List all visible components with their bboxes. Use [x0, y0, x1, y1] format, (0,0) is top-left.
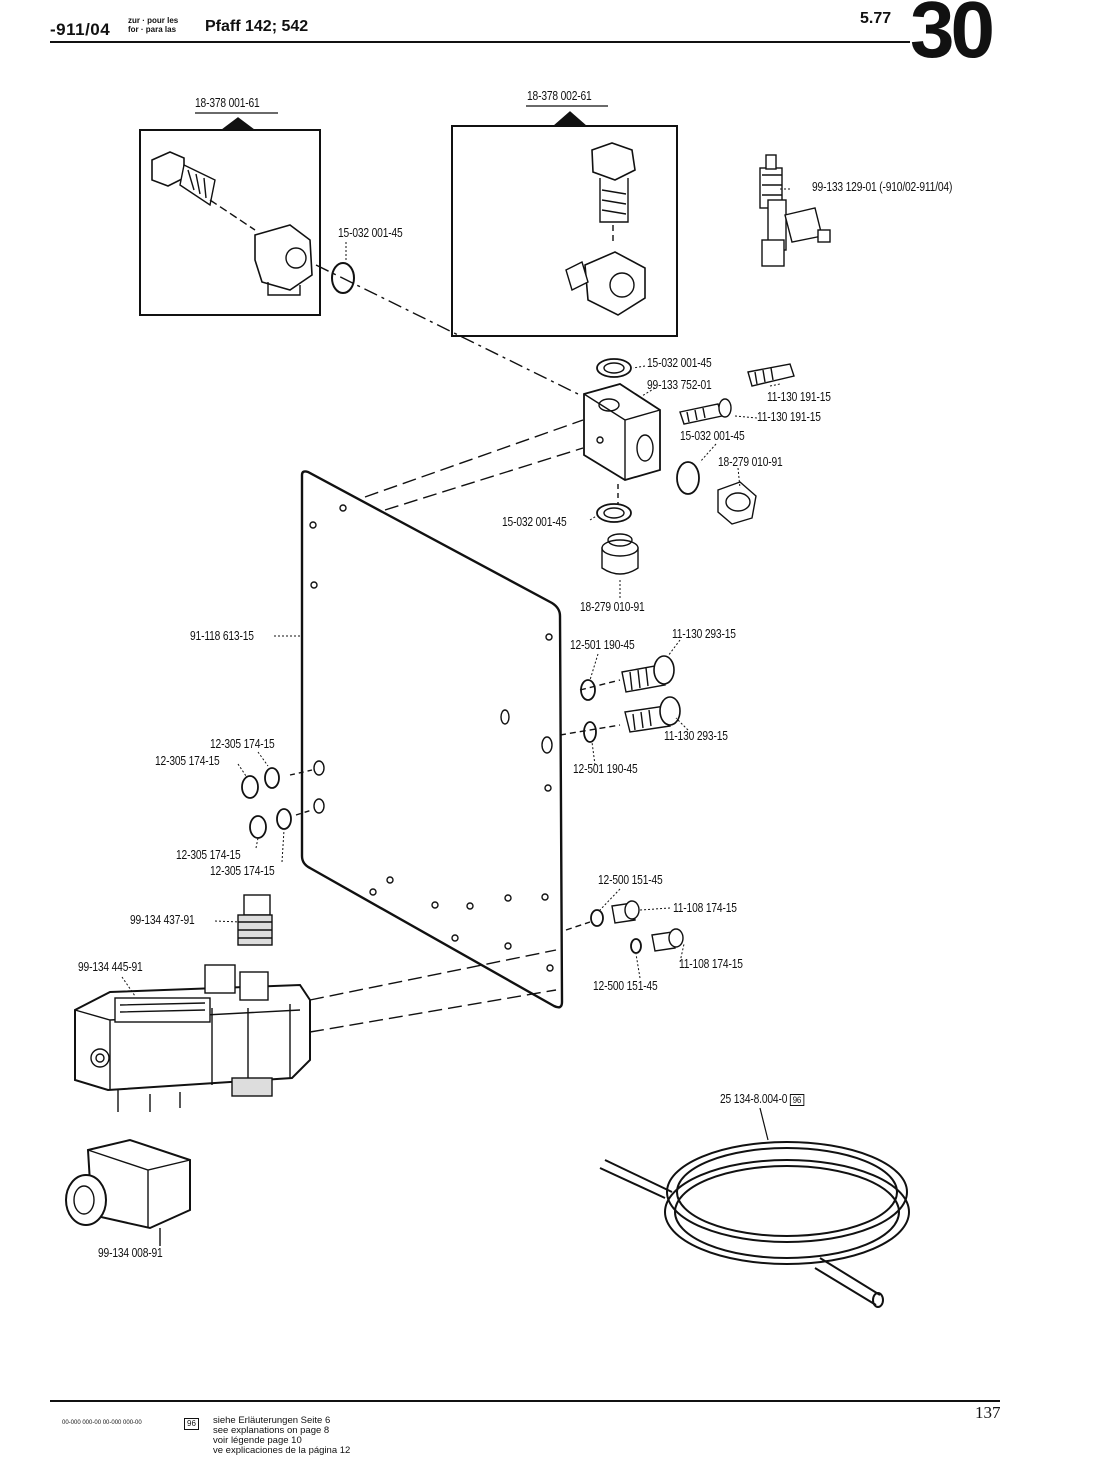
- label-lockwasher-c: 12-500 151-45: [598, 873, 663, 887]
- label-plug-bottom: 18-279 010-91: [580, 600, 645, 614]
- label-box-left: 18-378 001-61: [195, 96, 260, 110]
- valve-assembly: [74, 949, 557, 1112]
- label-washer-d: 12-305 174-15: [210, 864, 275, 878]
- hose-coil: [599, 1107, 910, 1308]
- edition-date: 5.77: [860, 10, 892, 27]
- catalog-code: -911/04: [50, 20, 111, 39]
- page-number: 137: [975, 1403, 1001, 1422]
- label-lockwasher-a: 12-501 190-45: [570, 638, 635, 652]
- label-lockwasher-d: 12-500 151-45: [593, 979, 658, 993]
- footer-rule: [50, 1400, 1000, 1402]
- label-hose-number: 25 134-8.004-0: [720, 1092, 788, 1106]
- label-coil-plug: 99-134 008-91: [98, 1246, 163, 1260]
- label-silencer: 99-134 437-91: [130, 913, 195, 927]
- for-words-line1: zur · pour les: [128, 16, 179, 25]
- label-washer-a: 12-305 174-15: [210, 737, 275, 751]
- label-plug-side: 18-279 010-91: [718, 455, 783, 469]
- footer-notes: siehe Erläuterungen Seite 6 see explanat…: [213, 1416, 350, 1456]
- for-words-line2: for · para las: [128, 25, 177, 34]
- washer-box: [331, 262, 355, 294]
- note-es: ve explicaciones de la página 12: [213, 1445, 351, 1456]
- machine-model: Pfaff 142; 542: [205, 18, 309, 35]
- leader-lines: [121, 188, 790, 997]
- left-washers: [241, 767, 313, 839]
- label-screw-c: 11-108 174-15: [673, 901, 737, 915]
- footer-codes: 00-000 000-00 00-000 000-00: [62, 1420, 142, 1426]
- label-lockwasher-b: 12-501 190-45: [573, 762, 638, 776]
- label-washer-c: 12-305 174-15: [176, 848, 241, 862]
- label-plate: 91-118 613-15: [190, 629, 254, 643]
- label-tee-fitting: 99-133 129-01 (-910/02-911/04): [812, 180, 953, 194]
- label-seal-bottom: 15-032 001-45: [502, 515, 567, 529]
- hose-badge: 96: [789, 1094, 804, 1106]
- box-right-assembly: [451, 105, 678, 337]
- note-de: siehe Erläuterungen Seite 6: [213, 1415, 331, 1426]
- label-capscrew-a: 11-130 293-15: [672, 627, 736, 641]
- for-words: zur · pour les for · para las: [128, 16, 178, 34]
- section-number: 30: [910, 0, 995, 74]
- box-left-assembly: [139, 112, 321, 316]
- header-rule: [50, 41, 910, 43]
- coil-plug-part: [65, 1138, 191, 1246]
- label-screw-b: 11-130 191-15: [757, 410, 821, 424]
- note-en: see explanations on page 8: [213, 1425, 330, 1436]
- label-seal-top: 15-032 001-45: [647, 356, 712, 370]
- distributor-block: [583, 358, 795, 575]
- label-screw-a: 11-130 191-15: [767, 390, 831, 404]
- label-screw-d: 11-108 174-15: [679, 957, 743, 971]
- label-seal-side: 15-032 001-45: [680, 429, 745, 443]
- label-capscrew-b: 11-130 293-15: [664, 729, 728, 743]
- label-valve: 99-134 445-91: [78, 960, 143, 974]
- silencer-part: [237, 894, 273, 946]
- right-screws: [580, 655, 684, 954]
- label-washer-box: 15-032 001-45: [338, 226, 403, 240]
- note-fr: voir légende page 10: [213, 1435, 302, 1446]
- mounting-plate: [300, 419, 621, 1009]
- label-box-right: 18-378 002-61: [527, 89, 592, 103]
- label-block: 99-133 752-01: [647, 378, 712, 392]
- label-washer-b: 12-305 174-15: [155, 754, 220, 768]
- footer-badge: 96: [184, 1418, 199, 1430]
- tee-fitting: [759, 154, 831, 267]
